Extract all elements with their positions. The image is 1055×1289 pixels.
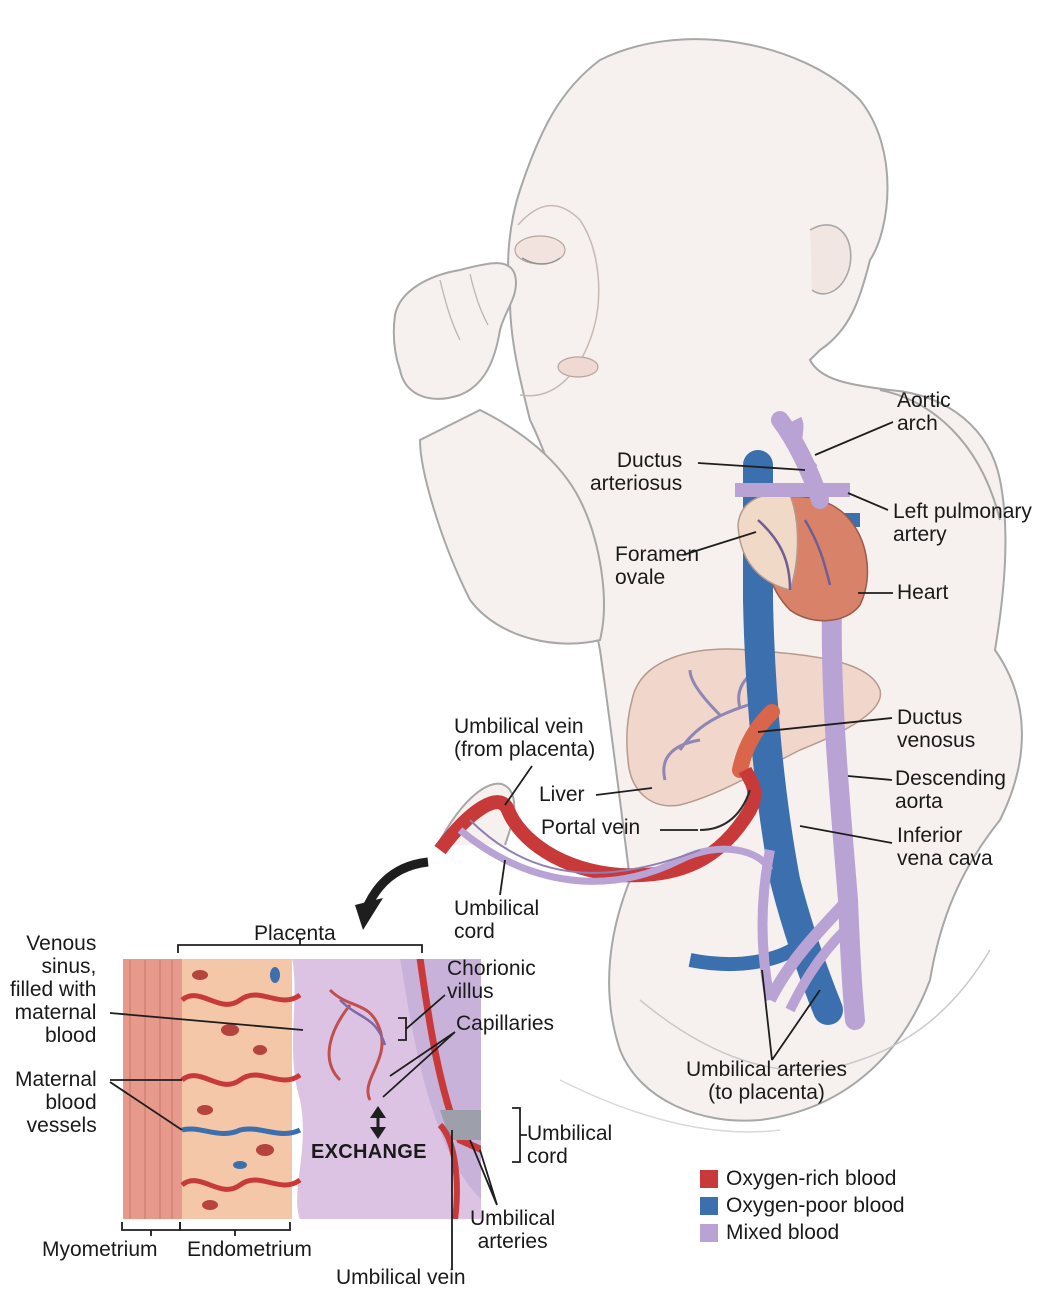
label-ductus-venosus: Ductus venosus xyxy=(897,706,975,752)
label-myometrium: Myometrium xyxy=(42,1238,158,1261)
label-aortic-arch: Aortic arch xyxy=(897,389,951,435)
legend: Oxygen-rich blood Oxygen-poor blood Mixe… xyxy=(700,1165,905,1246)
legend-item-oxygen-poor: Oxygen-poor blood xyxy=(700,1192,905,1219)
legend-label: Oxygen-rich blood xyxy=(726,1167,896,1191)
label-endometrium: Endometrium xyxy=(187,1238,312,1261)
legend-swatch xyxy=(700,1197,718,1215)
legend-item-oxygen-rich: Oxygen-rich blood xyxy=(700,1165,905,1192)
label-left-pulmonary-artery: Left pulmonary artery xyxy=(893,500,1032,546)
label-umbilical-cord-lower: Umbilical cord xyxy=(527,1122,612,1168)
label-umbilical-vein-lower: Umbilical vein xyxy=(336,1266,466,1289)
placenta-inset xyxy=(122,958,482,1220)
legend-swatch xyxy=(700,1224,718,1242)
label-placenta: Placenta xyxy=(254,922,336,945)
label-exchange: EXCHANGE xyxy=(311,1141,427,1164)
label-umbilical-cord-upper: Umbilical cord xyxy=(454,897,539,943)
label-umbilical-arteries-lower: Umbilical arteries xyxy=(470,1207,555,1253)
label-portal-vein: Portal vein xyxy=(541,816,640,839)
label-inferior-vena-cava: Inferior vena cava xyxy=(897,824,993,870)
label-descending-aorta: Descending aorta xyxy=(895,767,1006,813)
label-maternal-blood-vessels: Maternal blood vessels xyxy=(15,1068,97,1137)
label-heart: Heart xyxy=(897,581,948,604)
label-foramen-ovale: Foramen ovale xyxy=(615,543,699,589)
label-umbilical-vein-from-placenta: Umbilical vein (from placenta) xyxy=(454,715,595,761)
label-ductus-arteriosus: Ductus arteriosus xyxy=(590,449,682,495)
zoom-arrowhead xyxy=(355,898,383,930)
label-venous-sinus: Venous sinus, filled with maternal blood xyxy=(10,932,96,1047)
label-umbilical-arteries-to-placenta: Umbilical arteries (to placenta) xyxy=(686,1058,847,1104)
legend-swatch xyxy=(700,1170,718,1188)
legend-label: Oxygen-poor blood xyxy=(726,1194,905,1218)
label-liver: Liver xyxy=(539,783,585,806)
label-capillaries: Capillaries xyxy=(456,1012,554,1035)
legend-label: Mixed blood xyxy=(726,1221,839,1245)
label-chorionic-villus: Chorionic villus xyxy=(447,957,536,1003)
legend-item-mixed: Mixed blood xyxy=(700,1219,905,1246)
zoom-arrow xyxy=(368,862,428,905)
